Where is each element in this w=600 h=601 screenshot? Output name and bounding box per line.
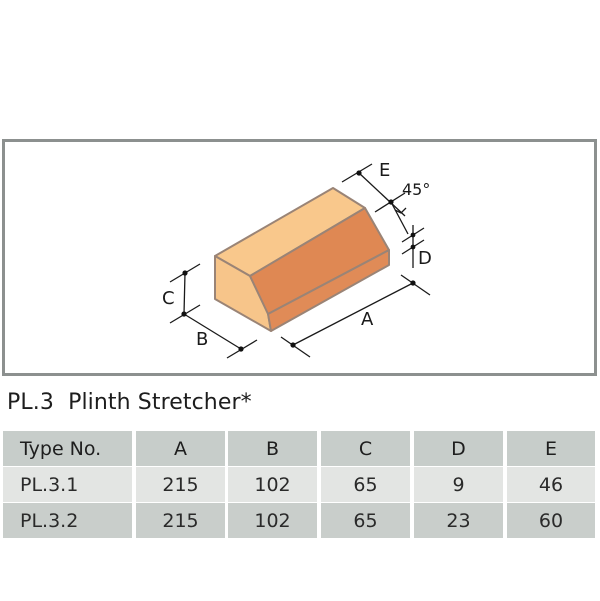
dimension-dots <box>181 170 416 352</box>
table-cell-type-no: PL.3.2 <box>3 503 132 538</box>
table-cell-a: 215 <box>136 467 225 502</box>
table-cell-d: 9 <box>414 467 503 502</box>
table-header-b: B <box>228 431 317 466</box>
table-cell-b: 102 <box>228 503 317 538</box>
table-cell-type-no: PL.3.1 <box>3 467 132 502</box>
dimension-label-e: E <box>379 160 391 181</box>
brick-illustration <box>214 187 390 332</box>
table-header-type-no: Type No. <box>3 431 132 466</box>
table-cell-e: 60 <box>507 503 595 538</box>
table-header-e: E <box>507 431 595 466</box>
table-header-d: D <box>414 431 503 466</box>
dimension-label-a: A <box>361 309 374 330</box>
table-cell-b: 102 <box>228 467 317 502</box>
table-cell-d: 23 <box>414 503 503 538</box>
table-cell-a: 215 <box>136 503 225 538</box>
table-header-c: C <box>321 431 410 466</box>
table-cell-c: 65 <box>321 503 410 538</box>
dimension-label-c: C <box>162 288 175 309</box>
dimension-label-angle: 45° <box>402 180 431 199</box>
table-header-a: A <box>136 431 225 466</box>
table-cell-e: 46 <box>507 467 595 502</box>
table-cell-c: 65 <box>321 467 410 502</box>
dimension-label-d: D <box>418 248 432 269</box>
product-title: PL.3 Plinth Stretcher* <box>7 390 252 415</box>
dimension-label-b: B <box>196 329 209 350</box>
brick-plinth-face <box>267 249 390 332</box>
